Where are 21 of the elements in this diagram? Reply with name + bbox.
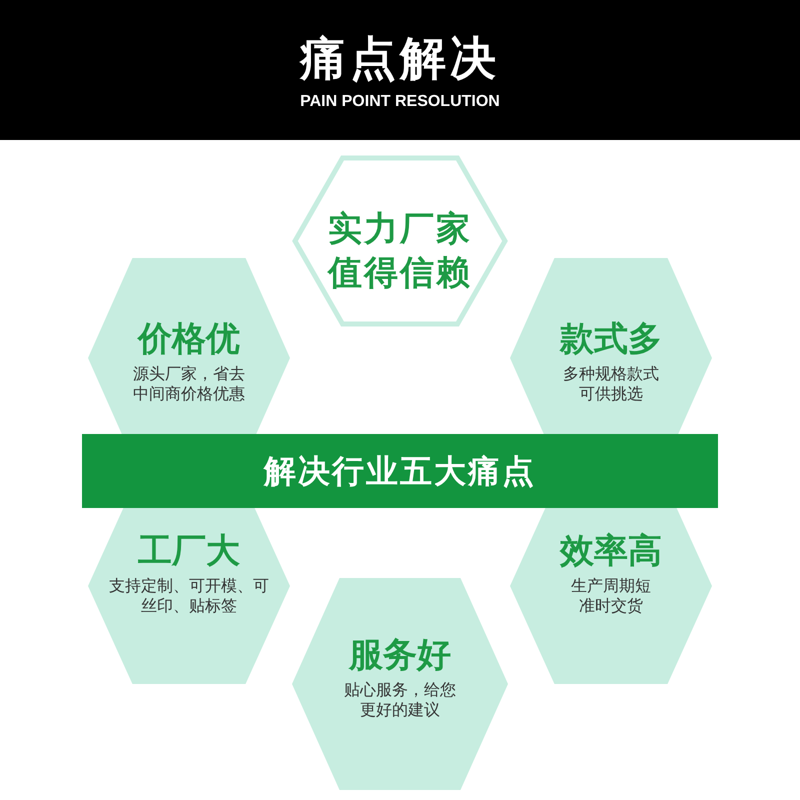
hex-heading: 工厂大 xyxy=(138,530,240,572)
hexagon xyxy=(88,258,290,434)
hex-description: 贴心服务，给您更好的建议 xyxy=(343,680,457,720)
hex-heading: 效率高 xyxy=(560,530,662,572)
hexagon xyxy=(510,508,712,684)
hex-description: 支持定制、可开模、可丝印、贴标签 xyxy=(109,576,269,616)
hexagon xyxy=(88,508,290,684)
hexagon xyxy=(510,258,712,434)
hex-heading: 款式多 xyxy=(560,318,662,360)
hex-heading: 价格优 xyxy=(138,318,240,360)
hex-heading: 服务好 xyxy=(349,634,451,676)
hexagon xyxy=(292,155,508,327)
page-title: 痛点解决 xyxy=(298,30,501,86)
banner-bar xyxy=(82,434,718,508)
hex-description: 源头厂家，省去中间商价格优惠 xyxy=(132,364,246,404)
hexagon xyxy=(292,578,508,790)
page-subtitle: PAIN POINT RESOLUTION xyxy=(299,92,501,112)
hex-heading: 实力厂家值得信赖 xyxy=(326,208,473,295)
hex-description: 多种规格款式可供挑选 xyxy=(562,364,660,404)
hex-description: 生产周期短准时交货 xyxy=(570,576,652,616)
banner-text: 解决行业五大痛点 xyxy=(264,451,536,491)
